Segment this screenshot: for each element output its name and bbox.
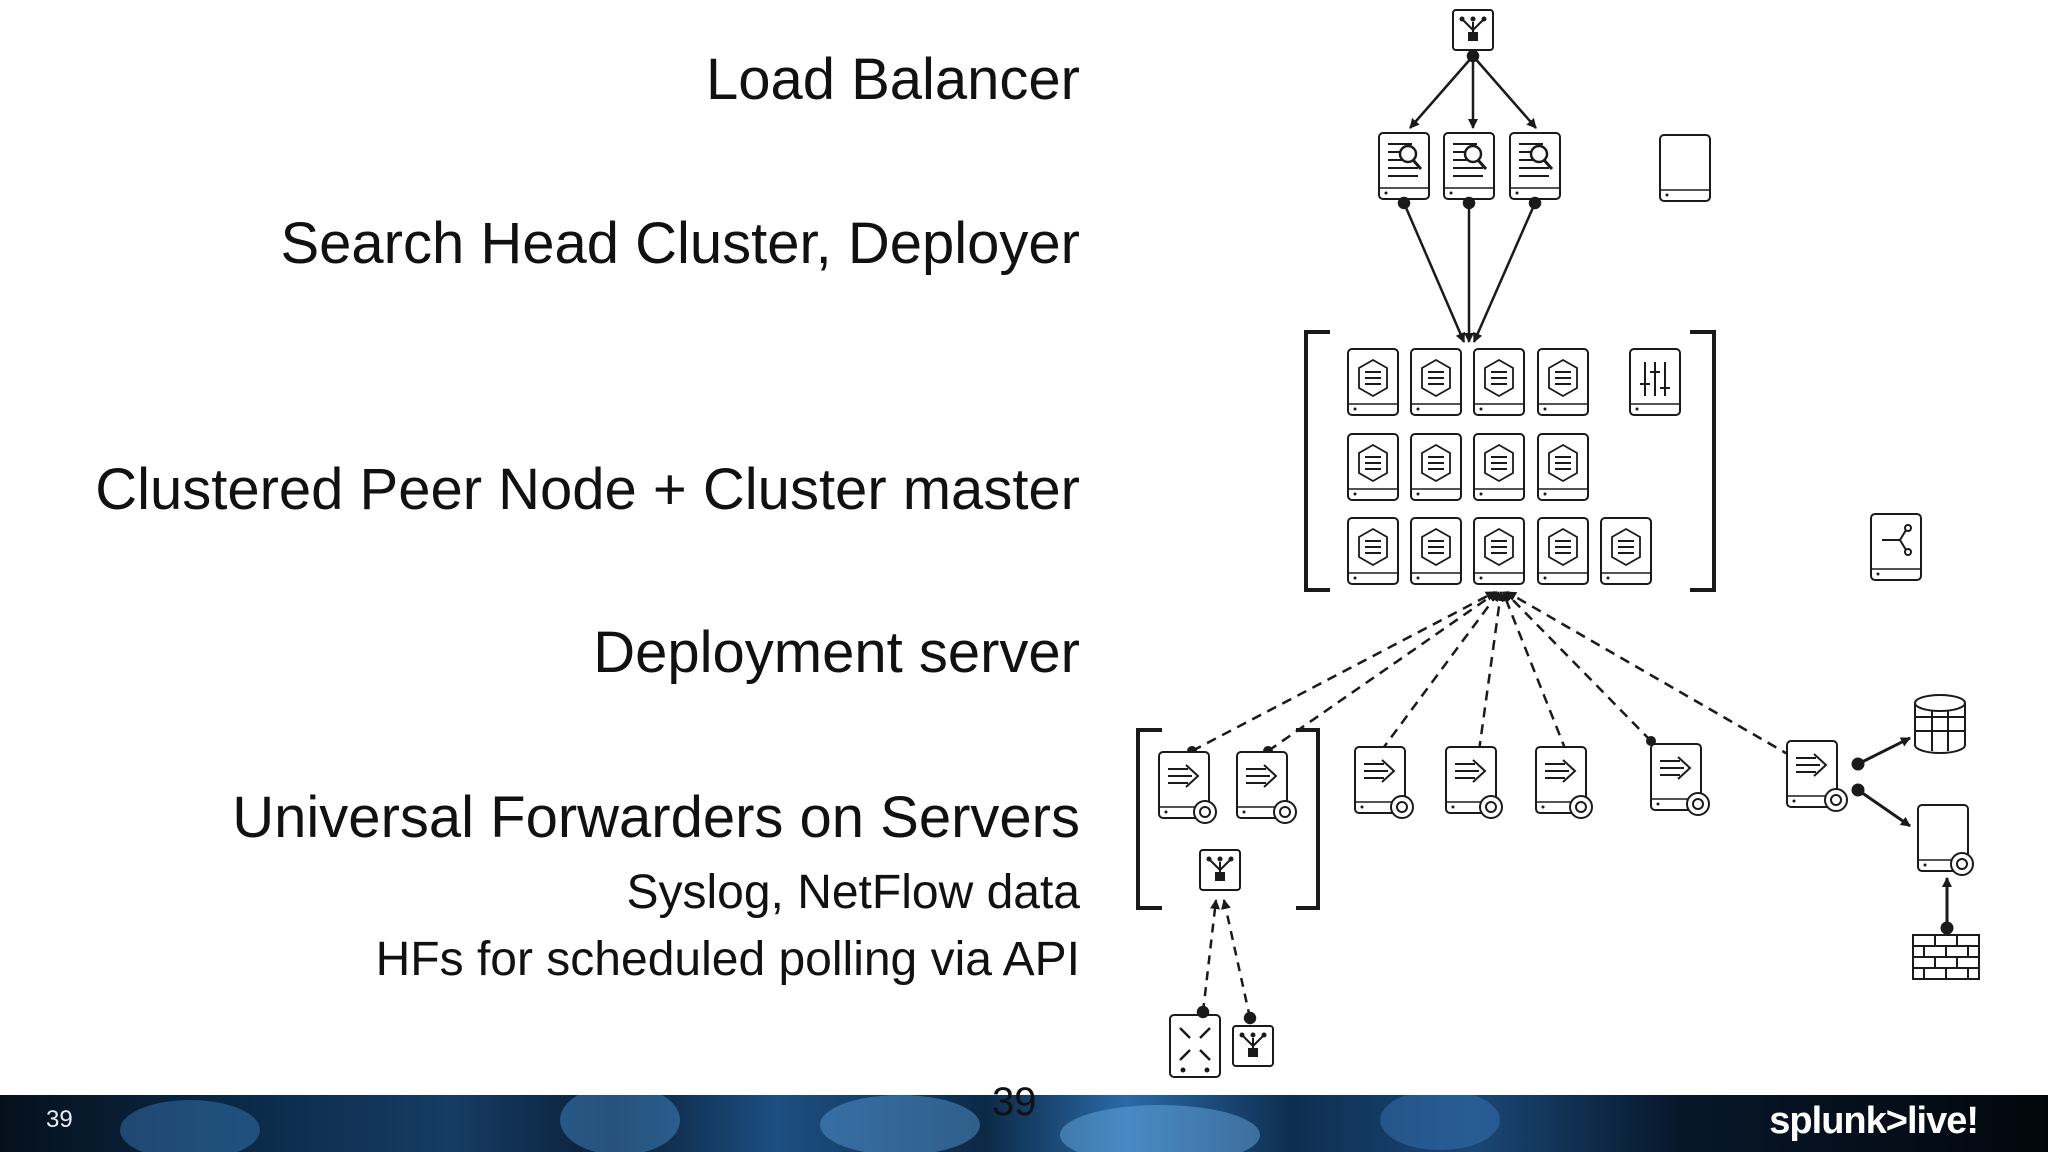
universal-forwarder-icon — [1651, 744, 1710, 816]
database-icon — [1914, 694, 1966, 754]
firewall-to-server-arrow — [1940, 877, 1954, 935]
indexer-icon — [1348, 434, 1398, 500]
universal-forwarder-icon — [1355, 747, 1414, 819]
peer-node-label: Clustered Peer Node + Cluster master — [95, 457, 1080, 522]
indexer-icon — [1348, 349, 1398, 415]
indexer-icon — [1474, 349, 1524, 415]
load-balancer-label: Load Balancer — [705, 47, 1080, 112]
universal-forwarders-label: Universal Forwarders on Servers — [232, 785, 1080, 850]
splunk-live-logo: splunk>live! — [1769, 1100, 1979, 1142]
footer-decoration — [820, 1095, 980, 1152]
indexer-icon — [1538, 518, 1588, 584]
footer-decoration — [560, 1095, 680, 1152]
lb-to-search-heads-arrows — [1409, 49, 1537, 129]
footer-banner — [0, 1095, 2048, 1152]
footer-decoration — [120, 1100, 260, 1152]
indexer-icon — [1474, 434, 1524, 500]
architecture-diagram — [1136, 9, 1980, 1078]
slide-number-small: 39 — [46, 1106, 73, 1133]
forwarders-to-indexers-arrows — [1191, 590, 1792, 758]
search-head-cluster-label: Search Head Cluster, Deployer — [280, 211, 1080, 276]
deployment-server-icon — [1870, 513, 1922, 581]
indexer-icon — [1411, 518, 1461, 584]
heavy-forwarder-hub-icon — [1199, 849, 1241, 891]
footer-decoration — [1380, 1095, 1500, 1150]
router-icon — [1232, 1025, 1274, 1067]
cluster-master-icon — [1629, 348, 1681, 416]
universal-forwarder-icon — [1787, 741, 1848, 812]
search-head-icon — [1510, 133, 1560, 199]
deployment-server-label: Deployment server — [593, 620, 1080, 685]
heavy-forwarder-bracket — [1136, 728, 1320, 910]
forwarder-to-database-arrows — [1851, 736, 1911, 828]
syslog-server-icon — [1917, 804, 1974, 876]
search-head-icon — [1444, 133, 1494, 199]
load-balancer-icon — [1452, 9, 1494, 51]
indexer-icon — [1601, 518, 1651, 584]
heavy-forwarder-icon — [1237, 752, 1297, 824]
deployer-icon — [1659, 134, 1711, 202]
indexer-icon — [1474, 518, 1524, 584]
page-number: 39 — [992, 1080, 1037, 1124]
indexer-icon — [1411, 349, 1461, 415]
search-head-icon — [1379, 133, 1429, 199]
indexer-icon — [1538, 349, 1588, 415]
firewall-icon — [1912, 934, 1980, 980]
search-heads-to-indexers-arrows — [1397, 196, 1542, 343]
heavy-forwarder-icon — [1159, 752, 1217, 824]
indexer-cluster-bracket — [1304, 330, 1716, 592]
network-device-icon — [1169, 1014, 1221, 1078]
indexer-icon — [1538, 434, 1588, 500]
network-to-hf-arrows — [1196, 899, 1257, 1025]
universal-forwarder-icon — [1446, 747, 1503, 819]
hf-polling-label: HFs for scheduled polling via API — [375, 933, 1080, 986]
syslog-netflow-label: Syslog, NetFlow data — [626, 866, 1080, 919]
indexer-icon — [1411, 434, 1461, 500]
footer-decoration — [1060, 1105, 1260, 1152]
indexer-icon — [1348, 518, 1398, 584]
universal-forwarder-icon — [1536, 747, 1593, 819]
